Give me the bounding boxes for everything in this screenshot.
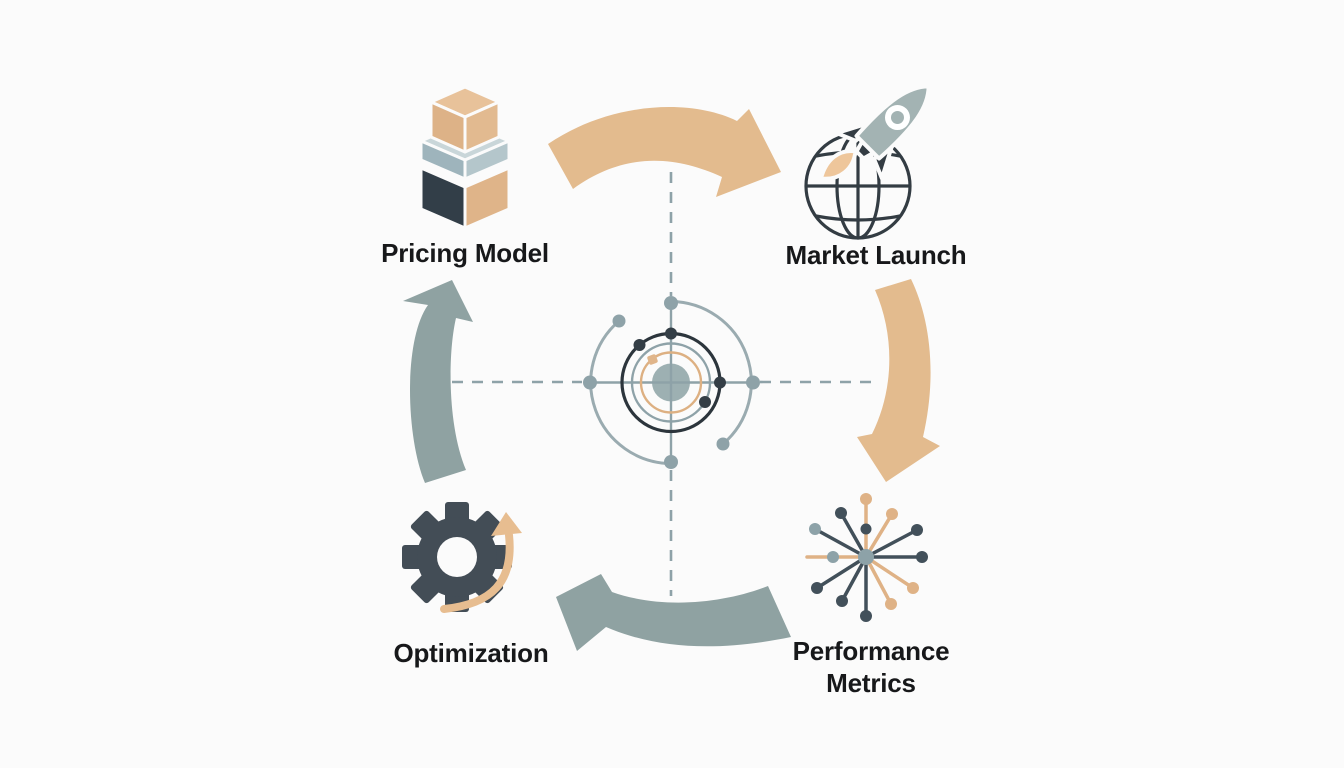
gear-refresh-icon [402,502,522,613]
orbit-marker-square [647,354,658,365]
arc-end-dot [716,437,730,451]
rocket-globe-icon [804,84,931,240]
radial-burst-icon [805,493,928,622]
gear-icon [402,502,512,612]
cycle-arrow-left [403,280,473,483]
market-launch-label: Market Launch [785,240,967,270]
rocket-icon [818,84,931,181]
refresh-arrow-icon [440,512,522,613]
optimization-label: Optimization [393,638,549,668]
arc-end-dot [612,314,626,328]
cycle-arrow-bottom [556,574,791,651]
cycle-arrow-top [548,107,781,197]
pricing-model-label: Pricing Model [381,238,549,268]
cycle-arrow-right [857,279,940,482]
stacked-blocks-icon [419,85,511,230]
performance-metrics-label: Performance Metrics [792,636,950,698]
center-orbit-diagram [452,172,880,596]
